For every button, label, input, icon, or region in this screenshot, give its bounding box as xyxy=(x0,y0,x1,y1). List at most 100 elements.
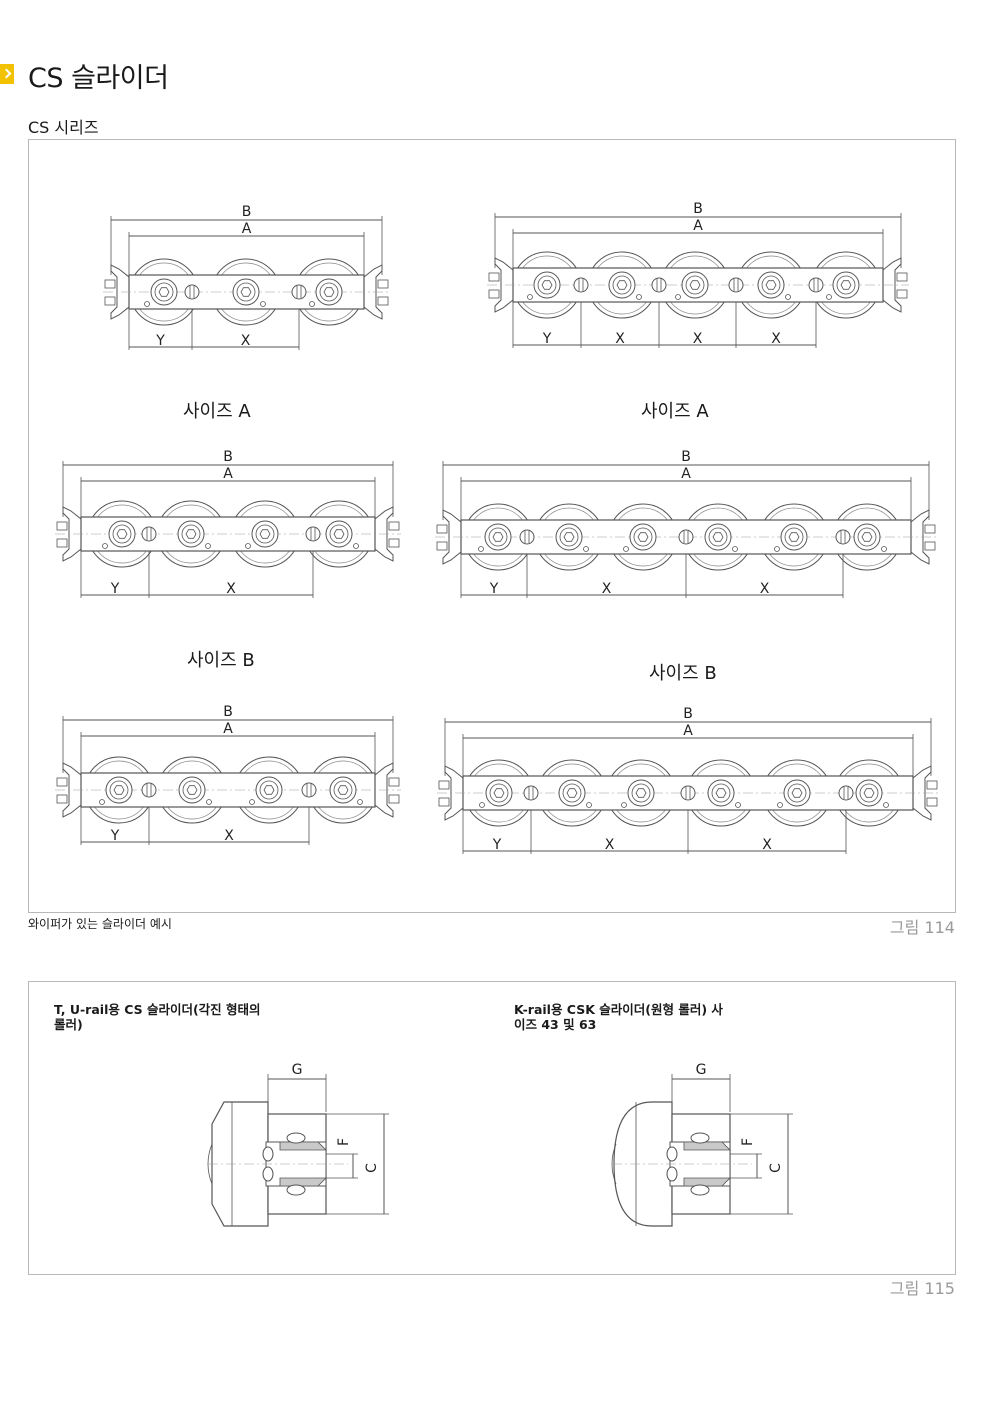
dimension-label-y: Y xyxy=(110,828,120,844)
ball-bearing xyxy=(286,1132,306,1144)
wiper-tab xyxy=(896,289,908,299)
bolt-ring xyxy=(784,527,804,547)
wiper xyxy=(62,506,82,562)
hex-socket xyxy=(712,532,724,542)
lube-hole xyxy=(99,799,105,805)
ball-bearing xyxy=(262,1146,274,1162)
dimension-label-c: C xyxy=(364,1163,380,1173)
hex-socket xyxy=(861,532,873,542)
lube-hole xyxy=(102,543,108,549)
hex-socket xyxy=(791,788,803,798)
bolt-ring xyxy=(259,780,279,800)
dimension-label-x: X xyxy=(760,581,770,597)
ball-bearing xyxy=(286,1184,306,1196)
bolt-ring xyxy=(761,275,781,295)
bolt-ring xyxy=(633,527,653,547)
bolt-ring xyxy=(181,524,201,544)
lube-hole xyxy=(144,301,150,307)
eccentric-pin xyxy=(835,529,851,545)
hex-socket xyxy=(863,788,875,798)
wiper-tab xyxy=(388,794,400,804)
wiper-tab xyxy=(438,797,450,807)
dimension-label-y: Y xyxy=(542,331,552,347)
lube-hole xyxy=(309,301,315,307)
bolt-ring xyxy=(537,275,557,295)
hex-socket xyxy=(840,280,852,290)
wiper xyxy=(110,264,130,320)
wiper xyxy=(912,765,932,821)
wiper-tab xyxy=(388,777,400,787)
eccentric-pin xyxy=(141,526,157,542)
lube-hole xyxy=(675,294,681,300)
dimension-label-a: A xyxy=(683,723,693,739)
hex-socket xyxy=(765,280,777,290)
hex-socket xyxy=(541,280,553,290)
wiper-tab xyxy=(924,541,936,551)
dimension-label-x: X xyxy=(771,331,781,347)
lube-hole xyxy=(785,294,791,300)
section-hatch xyxy=(683,1141,731,1151)
dimension-label-x: X xyxy=(693,331,703,347)
hex-socket xyxy=(493,788,505,798)
wiper-tab xyxy=(56,777,68,787)
bolt-ring xyxy=(685,275,705,295)
lube-hole xyxy=(732,546,738,552)
hex-socket xyxy=(788,532,800,542)
dimension-label-x: X xyxy=(602,581,612,597)
dimension-label-y: Y xyxy=(489,581,499,597)
lube-hole xyxy=(205,543,211,549)
hex-socket xyxy=(185,529,197,539)
dimension-label-x: X xyxy=(762,837,772,853)
lube-hole xyxy=(249,799,255,805)
wiper-tab xyxy=(436,541,448,551)
lube-hole xyxy=(206,799,212,805)
bolt-ring xyxy=(319,282,339,302)
dimension-label-f: F xyxy=(336,1138,352,1146)
dimension-label-a: A xyxy=(223,721,233,737)
dimension-label-y: Y xyxy=(492,837,502,853)
hex-socket xyxy=(689,280,701,290)
eccentric-pin xyxy=(301,782,317,798)
lube-hole xyxy=(478,546,484,552)
wiper-tab xyxy=(56,538,68,548)
wiper xyxy=(442,509,462,565)
hex-socket xyxy=(116,529,128,539)
hex-socket xyxy=(637,532,649,542)
bolt-ring xyxy=(859,783,879,803)
lube-hole xyxy=(881,546,887,552)
dimension-label-a: A xyxy=(693,218,703,234)
right-drawing-title: K-rail용 CSK 슬라이더(원형 롤러) 사이즈 43 및 63 xyxy=(514,1002,723,1032)
section-marker-icon xyxy=(0,64,14,84)
roller-section: GFC xyxy=(207,1062,389,1227)
hex-socket xyxy=(635,788,647,798)
lube-hole xyxy=(636,294,642,300)
section-hatch xyxy=(279,1141,327,1151)
dimension-label-a: A xyxy=(681,466,691,482)
bolt-ring xyxy=(857,527,877,547)
hex-socket xyxy=(616,280,628,290)
wiper-tab xyxy=(56,521,68,531)
figure-number: 그림 114 xyxy=(889,918,955,937)
section-hatch xyxy=(279,1177,327,1187)
bolt-ring xyxy=(154,282,174,302)
hex-socket xyxy=(323,287,335,297)
lube-hole xyxy=(245,543,251,549)
hex-socket xyxy=(240,287,252,297)
figure-caption: 와이퍼가 있는 슬라이더 예시 xyxy=(28,917,172,931)
dimension-label-c: C xyxy=(768,1163,784,1173)
wiper xyxy=(444,765,464,821)
dimension-label-a: A xyxy=(242,221,252,237)
dimension-label-x: X xyxy=(226,581,236,597)
eccentric-pin xyxy=(728,277,744,293)
eccentric-pin xyxy=(573,277,589,293)
bolt-ring xyxy=(236,282,256,302)
